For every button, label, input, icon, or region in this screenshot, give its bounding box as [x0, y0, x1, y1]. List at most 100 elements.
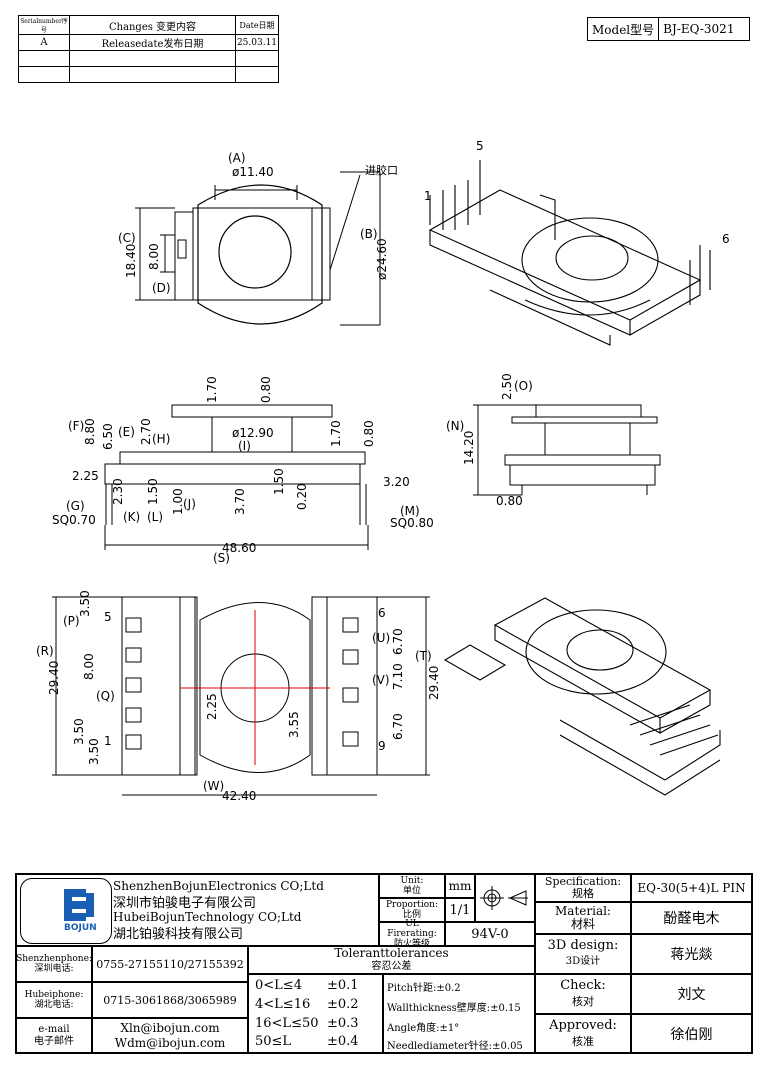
- dim-q: (Q): [96, 689, 115, 703]
- dim-c: (C): [118, 231, 136, 245]
- top-view-labels: (A) ø11.40 进胶口 (C) 18.40 (D) 8.00 (B) ø2…: [118, 151, 398, 295]
- iso-pin-5: 5: [476, 139, 484, 153]
- email-value-1: Xln@ibojun.com: [120, 1020, 220, 1035]
- unit-label-cn: 单位: [402, 886, 421, 896]
- tol-value-4: ±0.4: [327, 1034, 359, 1049]
- dim-phi-1290: ø12.90: [232, 426, 274, 440]
- dim-phi-1140: ø11.40: [232, 165, 274, 179]
- dim-350b: 3.50: [72, 718, 86, 745]
- bottom-view-labels: (P) 3.50 (Q) 8.00 (R) 29.40 3.50 3.50 2.…: [36, 590, 441, 803]
- dim-p: (P): [63, 614, 80, 628]
- design-label-cell: 3D design: 3D设计: [535, 934, 631, 974]
- dim-l: (L): [147, 510, 163, 524]
- dim-150a: 1.50: [146, 478, 160, 505]
- check-label-cn: 核对: [572, 995, 594, 1008]
- iso-pin-6: 6: [722, 232, 730, 246]
- phone-hb-label-cn: 湖北电话:: [34, 1000, 74, 1010]
- side-view: [473, 404, 661, 496]
- dim-1420: 14.20: [462, 431, 476, 465]
- tol-range-3: 16<L≤50: [255, 1016, 319, 1031]
- dim-b: (B): [360, 227, 378, 241]
- tolerance-cn: 容忍公差: [371, 961, 412, 972]
- dim-e: (E): [118, 425, 135, 439]
- design-label-cn: 3D设计: [565, 956, 601, 967]
- side-view-labels: 2.50 (O) (N) 14.20 0.80: [446, 373, 533, 508]
- design-label-en: 3D design:: [547, 938, 619, 953]
- dim-f: (F): [68, 419, 84, 433]
- phone-sz-value: 0755-27155110/27155392: [92, 946, 248, 982]
- dim-350c: 3.50: [87, 738, 101, 765]
- dim-080c: 0.80: [496, 494, 523, 508]
- technical-drawing: (A) ø11.40 进胶口 (C) 18.40 (D) 8.00 (B) ø2…: [36, 139, 730, 803]
- phone-sz-label-cell: Shenzhenphone: 深圳电话:: [16, 946, 92, 982]
- unit-label-en: Unit:: [400, 876, 424, 886]
- check-label-en: Check:: [560, 978, 606, 993]
- note-wall: Wallthickness壁厚度:±0.15: [387, 1003, 521, 1014]
- phone-sz-label-cn: 深圳电话:: [34, 964, 74, 974]
- dim-370: 3.70: [233, 488, 247, 515]
- injection-port-label: 进胶口: [365, 163, 398, 177]
- dim-w: (W): [203, 779, 224, 793]
- tolerance-header: Toleranttolerances 容忍公差: [248, 946, 535, 974]
- dim-800b: 8.00: [82, 653, 96, 680]
- dim-1840: 18.40: [124, 244, 138, 278]
- dim-080b: 0.80: [362, 420, 376, 447]
- tol-range-2: 4<L≤16: [255, 997, 311, 1012]
- dim-670a: 6.70: [391, 628, 405, 655]
- dim-g: (G): [66, 499, 85, 513]
- dim-r: (R): [36, 644, 54, 658]
- material-value: 酚醛电木: [631, 902, 752, 934]
- front-view-labels: 1.70 0.80 (F) 8.80 6.50 (E) 2.70 (H) ø12…: [52, 376, 434, 565]
- dim-225b: 2.25: [205, 693, 219, 720]
- email-label-en: e-mail: [38, 1023, 70, 1035]
- iso-pin-1: 1: [424, 189, 432, 203]
- ul-value: 94V-0: [445, 922, 535, 946]
- dim-270: 2.70: [139, 418, 153, 445]
- dim-170b: 1.70: [329, 420, 343, 447]
- model-value: BJ-EQ-3021: [663, 22, 735, 36]
- spec-label-cell: Specification: 规格: [535, 874, 631, 902]
- spec-label-en: Specification:: [544, 875, 622, 888]
- dim-phi-2460: ø24.60: [375, 238, 389, 280]
- logo-frame: [20, 878, 112, 944]
- dim-4860: 48.60: [222, 541, 256, 555]
- dim-2940a: 29.40: [47, 661, 61, 695]
- tol-value-2: ±0.2: [327, 997, 359, 1012]
- tolerance-en: Toleranttolerances: [334, 946, 449, 960]
- dim-sq070: SQ0.70: [52, 513, 96, 527]
- company-en-2: HubeiBojunTechnology CO;Ltd: [113, 910, 302, 924]
- approved-value: 徐伯刚: [631, 1014, 752, 1053]
- design-value: 蒋光燚: [631, 934, 752, 974]
- rev-cell: [235, 66, 279, 83]
- dim-t: (T): [415, 649, 432, 663]
- phone-sz-label-en: Shenzhenphone:: [16, 954, 92, 964]
- dim-355: 3.55: [287, 711, 301, 738]
- dim-4240: 42.40: [222, 789, 256, 803]
- notes-box: Pitch针距:±0.2 Wallthickness壁厚度:±0.15 Angl…: [383, 974, 535, 1053]
- company-box: BOJUN ShenzhenBojunElectronics CO;Ltd 深圳…: [16, 874, 379, 946]
- dim-150b: 1.50: [272, 468, 286, 495]
- dim-m: (M): [400, 504, 420, 518]
- check-label-cell: Check: 核对: [535, 974, 631, 1014]
- ul-label-cell: UL Firerating: 防火等级: [379, 919, 445, 949]
- dim-a: (A): [228, 151, 246, 165]
- email-label-cn: 电子邮件: [34, 1035, 74, 1047]
- approved-label-en: Approved:: [549, 1017, 617, 1033]
- note-needle: Needlediameter针径:±0.05: [387, 1041, 523, 1052]
- front-view: [104, 404, 369, 550]
- iso-pin-labels: 5 1 6: [424, 139, 730, 246]
- ul-label-en: UL Firerating:: [387, 919, 437, 939]
- tol-value-1: ±0.1: [327, 978, 359, 993]
- dim-225: 2.25: [72, 469, 99, 483]
- email-label-cell: e-mail 电子邮件: [16, 1018, 92, 1053]
- revision-table: Serialnumber序号 Changes 变更内容 Date日期 A Rel…: [18, 15, 279, 83]
- pin-1: 1: [104, 734, 112, 748]
- proportion-label-cn: 比例: [402, 910, 421, 920]
- approved-label-cell: Approved: 核准: [535, 1014, 631, 1053]
- title-block: BOJUN ShenzhenBojunElectronics CO;Ltd 深圳…: [15, 873, 753, 1054]
- material-label-cell: Material: 材料: [535, 902, 631, 934]
- dim-250: 2.50: [500, 373, 514, 400]
- dim-v: (V): [372, 673, 390, 687]
- dim-n: (N): [446, 419, 464, 433]
- phone-hb-label-cell: Hubeiphone: 湖北电话:: [16, 982, 92, 1018]
